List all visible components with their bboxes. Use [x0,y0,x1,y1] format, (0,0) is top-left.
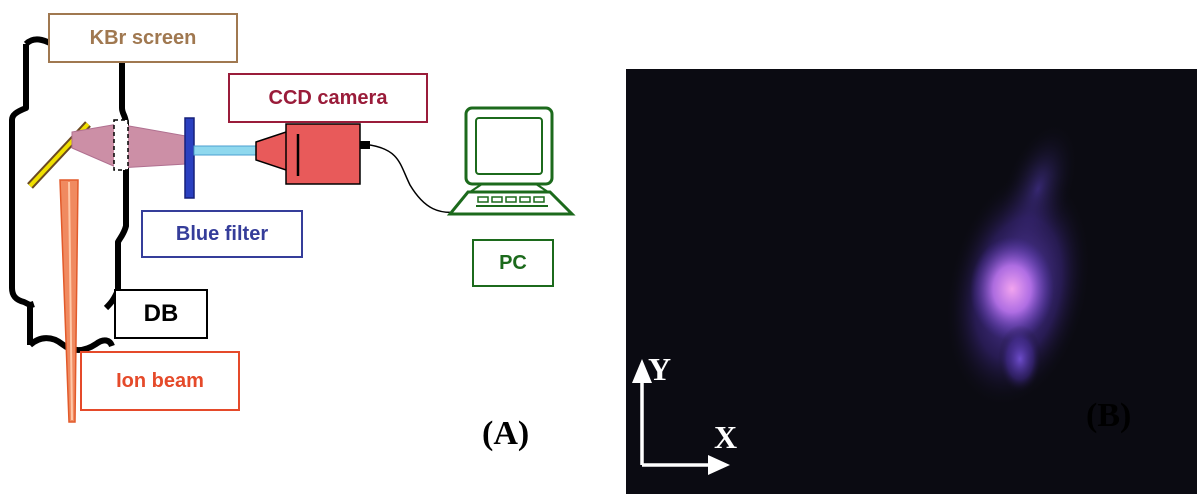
pc-keyboard [446,190,576,216]
camera-cable [369,144,459,214]
db-label: DB [114,289,208,339]
pc-label: PC [472,239,554,287]
ion-beam-label: Ion beam [80,351,240,411]
panel-a-label: (A) [482,415,530,452]
pc-screen [475,117,543,175]
viewport-window [113,119,129,171]
blue-filter-element [184,117,195,199]
keyboard-keys [476,196,548,207]
ion-beam [59,179,79,423]
axis-y-label: Y [648,351,672,387]
blue-filter-label: Blue filter [141,210,303,258]
ccd-camera-label: CCD camera [228,73,428,123]
beam-spot-core [970,237,1054,341]
ion-beam-core [68,181,73,421]
beam-spot-render [626,69,1197,494]
schematic-diagram [9,35,576,423]
panel-b-label: (B) [1086,397,1132,434]
beam-spot-lower-tail [998,325,1042,393]
axis-arrows [632,359,730,475]
kbr-screen-label: KBr screen [48,13,238,63]
diagnostic-box-chamber [9,35,129,353]
ccd-connector [360,141,370,149]
filtered-light [193,145,257,156]
luminescence-light [71,123,187,169]
beam-spot-image [626,69,1197,494]
axis-x-label: X [714,419,738,455]
